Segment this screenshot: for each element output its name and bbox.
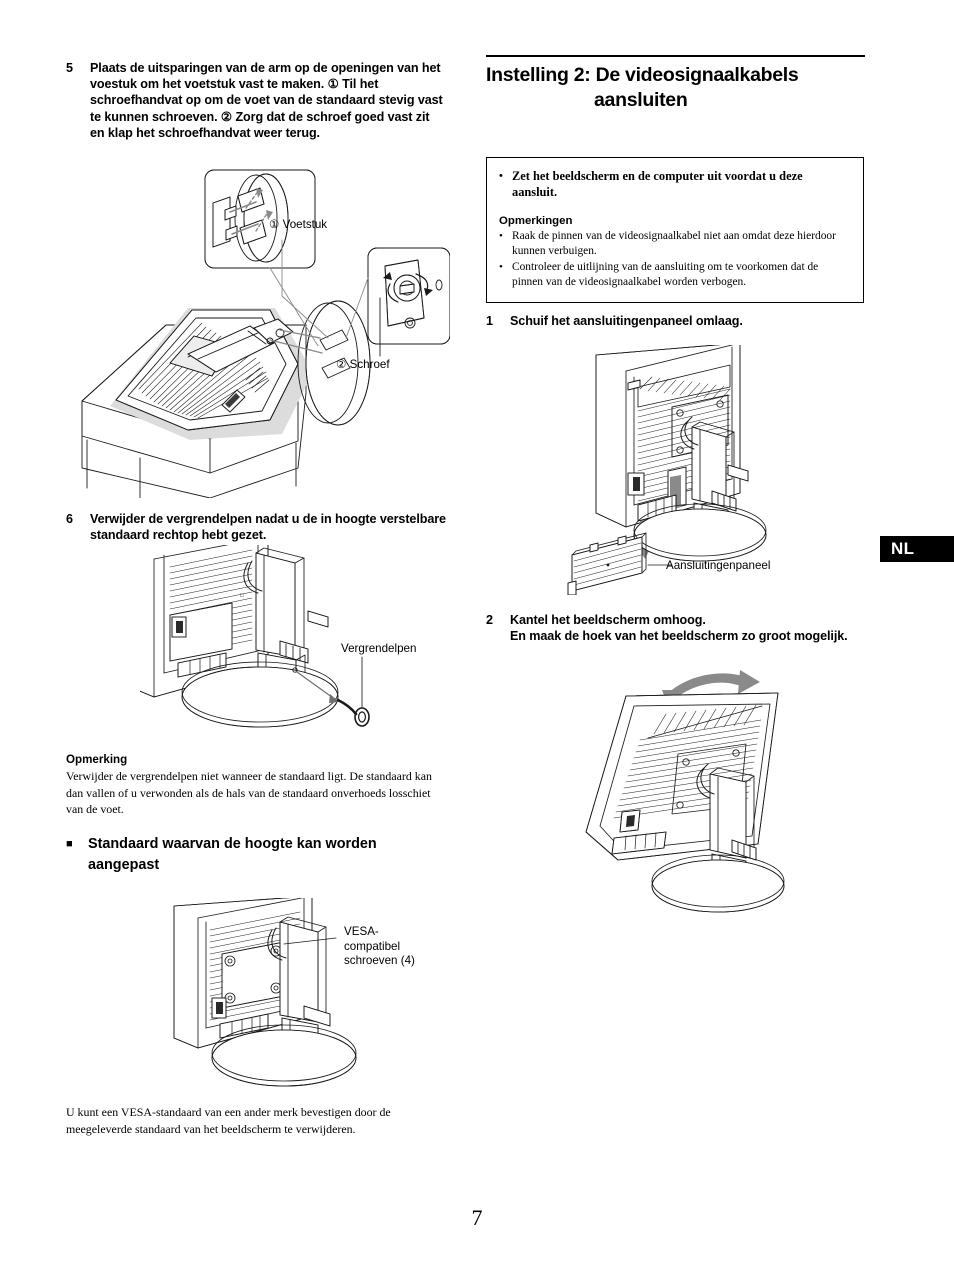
leader-vesa-screws <box>283 937 337 945</box>
locking-pin-shape <box>292 656 370 727</box>
language-tab: NL <box>880 536 954 562</box>
connector-panel-shape <box>567 532 673 595</box>
figure1-label-schroef: ② Schroef <box>336 358 390 371</box>
figure-tilt-monitor <box>570 660 840 920</box>
page-number: 7 <box>471 1205 483 1230</box>
bullet-icon: • <box>499 170 503 182</box>
step-r2-number: 2 <box>486 613 493 627</box>
monitor-back-shape: □ <box>140 545 269 698</box>
figure-vesa-stand <box>160 898 360 1096</box>
figure1-label-voetstuk: ① Voetstuk <box>269 218 328 231</box>
figure-slide-connector-panel <box>540 345 810 595</box>
detail-callout-screw <box>345 247 450 357</box>
subsection-heading: ■ Standaard waarvan de hoogte kan worden… <box>66 834 448 876</box>
figure4-label-aansluitingenpaneel: Aansluitingenpaneel <box>666 559 771 572</box>
figure3-label-vesa-screws: VESA- compatibel schroeven (4) <box>344 925 415 967</box>
figure-attach-base <box>70 168 450 498</box>
square-bullet-icon: ■ <box>66 838 73 850</box>
left-column: 5 Plaats de uitsparingen van de arm op d… <box>66 60 446 141</box>
subsection-title: Standaard waarvan de hoogte kan worden a… <box>88 836 377 873</box>
step-r1-number: 1 <box>486 314 493 328</box>
section-rule <box>486 55 865 57</box>
step-r1: 1 Schuif het aansluitingenpaneel omlaag. <box>486 313 866 329</box>
section-title-part3: aansluiten <box>594 89 688 111</box>
note-heading: Opmerking <box>66 753 128 766</box>
figure2-label-vergrendelpen: Vergrendelpen <box>341 642 417 655</box>
step-5: 5 Plaats de uitsparingen van de arm op d… <box>66 60 446 141</box>
section-title-part2: De videosignaalkabels <box>595 64 799 86</box>
note-list-item: • Controleer de uitlijning van de aanslu… <box>499 260 849 290</box>
bullet-icon: • <box>499 230 503 242</box>
step-5-text: Plaats de uitsparingen van de arm op de … <box>90 61 443 140</box>
step-6-text: Verwijder de vergrendelpen nadat u de in… <box>90 512 446 543</box>
note-list-item-text: Controleer de uitlijning van de aansluit… <box>512 261 819 288</box>
step-6: 6 Verwijder de vergrendelpen nadat u de … <box>66 511 446 543</box>
step-r2-text: Kantel het beeldscherm omhoog. En maak d… <box>510 613 848 644</box>
leader-pedestal <box>281 239 329 339</box>
note-list-item-text: Raak de pinnen van de videosignaalkabel … <box>512 230 836 257</box>
assembly-guide-line <box>269 329 323 354</box>
note-list-item: • Raak de pinnen van de videosignaalkabe… <box>499 229 849 259</box>
caution-box: • Zet het beeldscherm en de computer uit… <box>486 157 864 303</box>
caution-lead-row: • Zet het beeldscherm en de computer uit… <box>499 169 849 200</box>
stand-base-shape <box>181 661 339 728</box>
stand-base-shape <box>651 854 785 913</box>
section-title-part1: Instelling 2: <box>486 64 591 86</box>
stand-base-shape <box>633 503 767 562</box>
monitor-back-tilted-shape <box>585 692 779 861</box>
section-title: Instelling 2: De videosignaalkabels aans… <box>486 63 866 113</box>
stand-base-shape <box>211 1024 357 1087</box>
figure-remove-locking-pin: □ <box>140 545 400 745</box>
caution-lead-text: Zet het beeldscherm en de computer uit v… <box>512 169 803 199</box>
closing-paragraph: U kunt een VESA-standaard van een ander … <box>66 1105 391 1136</box>
bullet-icon: • <box>499 261 503 273</box>
svg-text:□: □ <box>240 593 244 599</box>
step-r1-text: Schuif het aansluitingenpaneel omlaag. <box>510 314 743 328</box>
detail-callout-notch <box>204 169 319 347</box>
step-5-number: 5 <box>66 61 73 75</box>
note-text: Verwijder de vergrendelpen niet wanneer … <box>66 769 432 816</box>
notes-heading: Opmerkingen <box>499 215 573 227</box>
right-column: Instelling 2: De videosignaalkabels aans… <box>486 55 866 113</box>
step-r2: 2 Kantel het beeldscherm omhoog. En maak… <box>486 612 866 644</box>
monitor-lying-shape <box>110 308 313 440</box>
step-6-number: 6 <box>66 512 73 526</box>
